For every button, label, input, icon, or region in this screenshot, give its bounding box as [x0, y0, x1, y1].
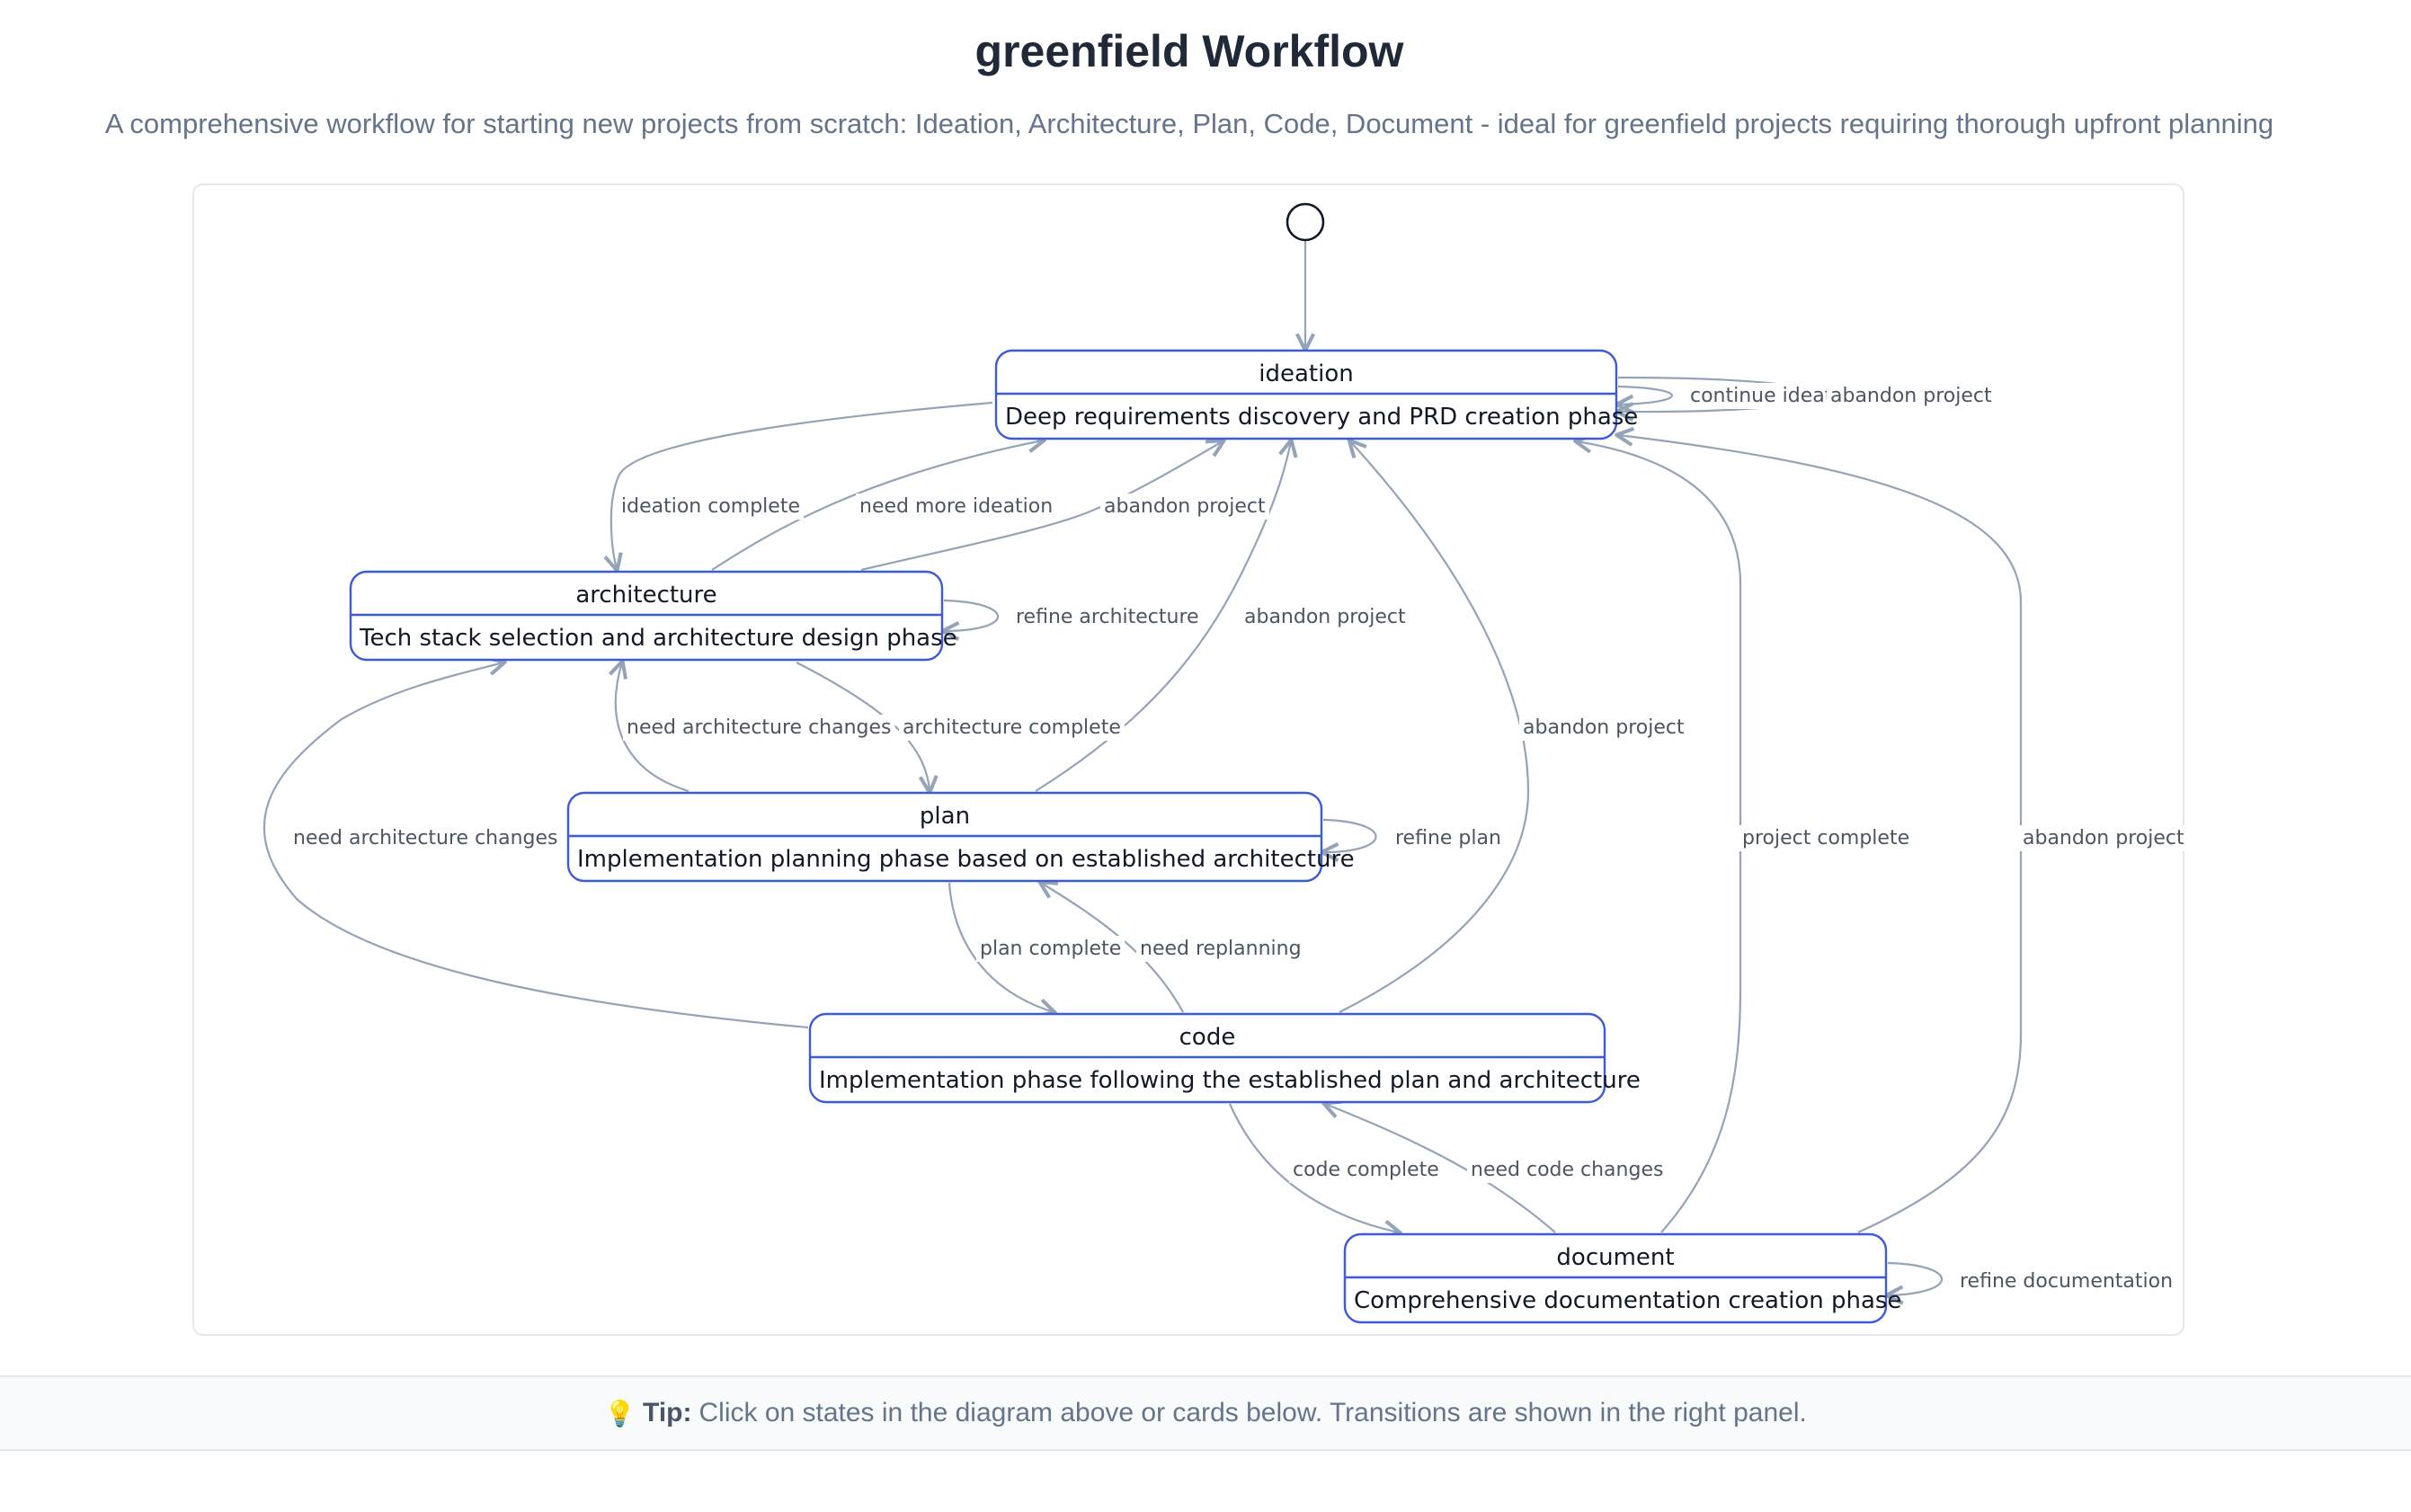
transition-label-background	[1739, 825, 1914, 851]
transition-label-architecture-complete: architecture complete	[903, 716, 1121, 739]
page-title: greenfield Workflow	[974, 26, 1404, 76]
transition-arrow-architecture-abandon	[860, 441, 1223, 572]
transition-arrow-need-more-ideation	[711, 440, 1043, 571]
transition-label-refine-architecture: refine architecture	[1016, 606, 1199, 628]
transition-label-background	[1012, 604, 1203, 630]
transition-label-background	[2019, 825, 2188, 851]
transition-arrow-continue-ideation	[1618, 385, 1674, 405]
lightbulb-icon: 💡	[604, 1399, 636, 1428]
transition-label-background	[1289, 1157, 1443, 1183]
transition-arrow-document-complete	[1577, 441, 1742, 1233]
transition-label-background	[1827, 383, 1996, 409]
transition-label-code-complete: code complete	[1293, 1159, 1439, 1181]
initial-state-marker	[1286, 202, 1325, 242]
transition-label-background	[1100, 494, 1269, 520]
transition-label-refine-documentation: refine documentation	[1960, 1270, 2173, 1293]
transition-label-plan-abandon: abandon project	[1244, 606, 1406, 628]
transition-label-background	[1519, 715, 1688, 741]
transition-arrow-need-architecture-changes-code	[262, 663, 809, 1029]
state-name-plan: plan	[920, 803, 970, 830]
transition-label-background	[1467, 1157, 1668, 1183]
transition-arrow-ideation-complete	[611, 401, 993, 569]
transition-label-background	[899, 715, 1125, 741]
transition-label-ideation-abandon-self: abandon project	[1830, 385, 1992, 407]
transition-arrow-document-abandon	[1618, 435, 2023, 1233]
tip-label: Tip:	[643, 1398, 692, 1428]
state-name-document: document	[1556, 1244, 1674, 1271]
transition-label-document-abandon: abandon project	[2023, 827, 2184, 849]
state-description-document: Comprehensive documentation creation pha…	[1354, 1287, 1901, 1314]
transition-label-need-more-ideation: need more ideation	[859, 495, 1053, 518]
transition-arrow-refine-documentation	[1888, 1261, 1944, 1295]
transition-arrow-refine-architecture	[944, 599, 1000, 631]
transition-arrow-refine-plan	[1323, 818, 1377, 852]
transition-label-need-replanning: need replanning	[1140, 938, 1302, 960]
transition-label-code-abandon: abandon project	[1523, 716, 1685, 739]
transition-arrow-plan-complete	[947, 882, 1054, 1012]
state-description-plan: Implementation planning phase based on e…	[577, 846, 1355, 873]
transition-label-plan-complete: plan complete	[980, 938, 1121, 960]
transition-label-background	[289, 825, 562, 851]
transition-label-refine-plan: refine plan	[1395, 827, 1501, 849]
transition-arrow-need-code-changes	[1325, 1104, 1556, 1233]
state-name-architecture: architecture	[575, 582, 716, 609]
transition-label-background	[1136, 936, 1305, 962]
transition-label-background	[623, 715, 895, 741]
transition-label-background	[1241, 604, 1410, 630]
transition-arrow-need-architecture-changes-plan	[616, 663, 689, 793]
transition-label-need-architecture-changes-plan: need architecture changes	[627, 716, 892, 739]
transition-label-background	[618, 494, 804, 520]
transition-label-need-architecture-changes-code: need architecture changes	[293, 827, 558, 849]
transition-label-need-code-changes: need code changes	[1471, 1159, 1663, 1181]
state-description-architecture: Tech stack selection and architecture de…	[359, 625, 957, 652]
transition-arrow-code-abandon	[1339, 441, 1530, 1013]
transition-label-architecture-abandon: abandon project	[1104, 495, 1266, 518]
transition-label-background	[1392, 825, 1505, 851]
transition-label-background	[856, 494, 1057, 520]
transition-label-ideation-complete: ideation complete	[621, 495, 800, 518]
transition-label-document-complete: project complete	[1742, 827, 1909, 849]
transition-arrow-architecture-complete	[796, 662, 930, 791]
transition-arrow-code-complete	[1228, 1103, 1399, 1232]
state-name-ideation: ideation	[1259, 360, 1353, 387]
state-description-code: Implementation phase following the estab…	[819, 1067, 1641, 1094]
tip-text: Click on states in the diagram above or …	[698, 1398, 1807, 1428]
transition-label-background	[1956, 1268, 2177, 1294]
tip-bar: 💡 Tip: Click on states in the diagram ab…	[0, 1375, 2411, 1451]
transition-label-background	[976, 936, 1125, 962]
page-subtitle: A comprehensive workflow for starting ne…	[104, 108, 2274, 139]
state-description-ideation: Deep requirements discovery and PRD crea…	[1005, 404, 1638, 431]
state-name-code: code	[1179, 1024, 1236, 1051]
